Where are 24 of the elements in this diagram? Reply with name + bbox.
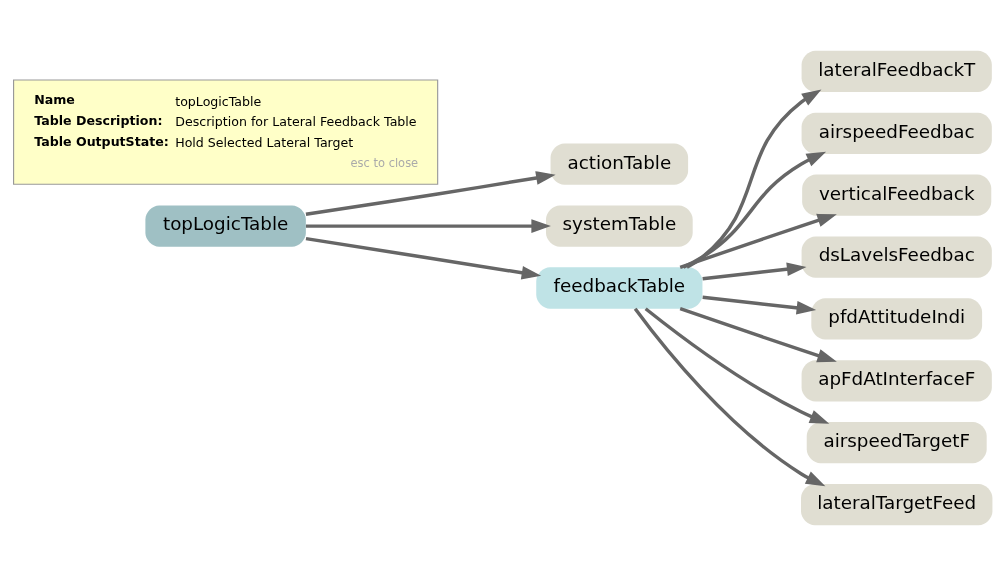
arrow bbox=[701, 295, 816, 315]
arrow bbox=[633, 307, 825, 487]
node-box: systemTable bbox=[545, 205, 693, 247]
node-box: feedbackTable bbox=[535, 267, 702, 309]
node-box: lateralTargetFeed bbox=[800, 484, 992, 526]
arrow bbox=[305, 171, 556, 216]
arrow bbox=[682, 151, 826, 269]
arrow bbox=[305, 219, 551, 233]
node-box: dsLavelsFeedbac bbox=[801, 236, 992, 278]
arrow bbox=[685, 89, 821, 269]
arrow bbox=[644, 307, 829, 424]
node-box: topLogicTable bbox=[144, 205, 306, 247]
node-box: actionTable bbox=[550, 143, 688, 185]
node-box: airspeedFeedbac bbox=[801, 112, 992, 154]
arrow bbox=[305, 236, 541, 280]
node-box: lateralFeedbackT bbox=[801, 50, 992, 92]
node-box: Name topLogicTable Table Description: Description for Lateral Feedback Table Table OutputState: Hold Selected Lateral Target esc to close bbox=[12, 79, 438, 185]
node-box: verticalFeedback bbox=[801, 174, 991, 216]
node-box: pfdAttitudeIndi bbox=[810, 298, 982, 340]
arrow bbox=[701, 262, 806, 281]
arrow bbox=[679, 213, 837, 269]
node-box: airspeedTargetF bbox=[806, 422, 987, 464]
node-box: apFdAtInterfaceF bbox=[801, 360, 992, 402]
arrow bbox=[679, 307, 837, 363]
